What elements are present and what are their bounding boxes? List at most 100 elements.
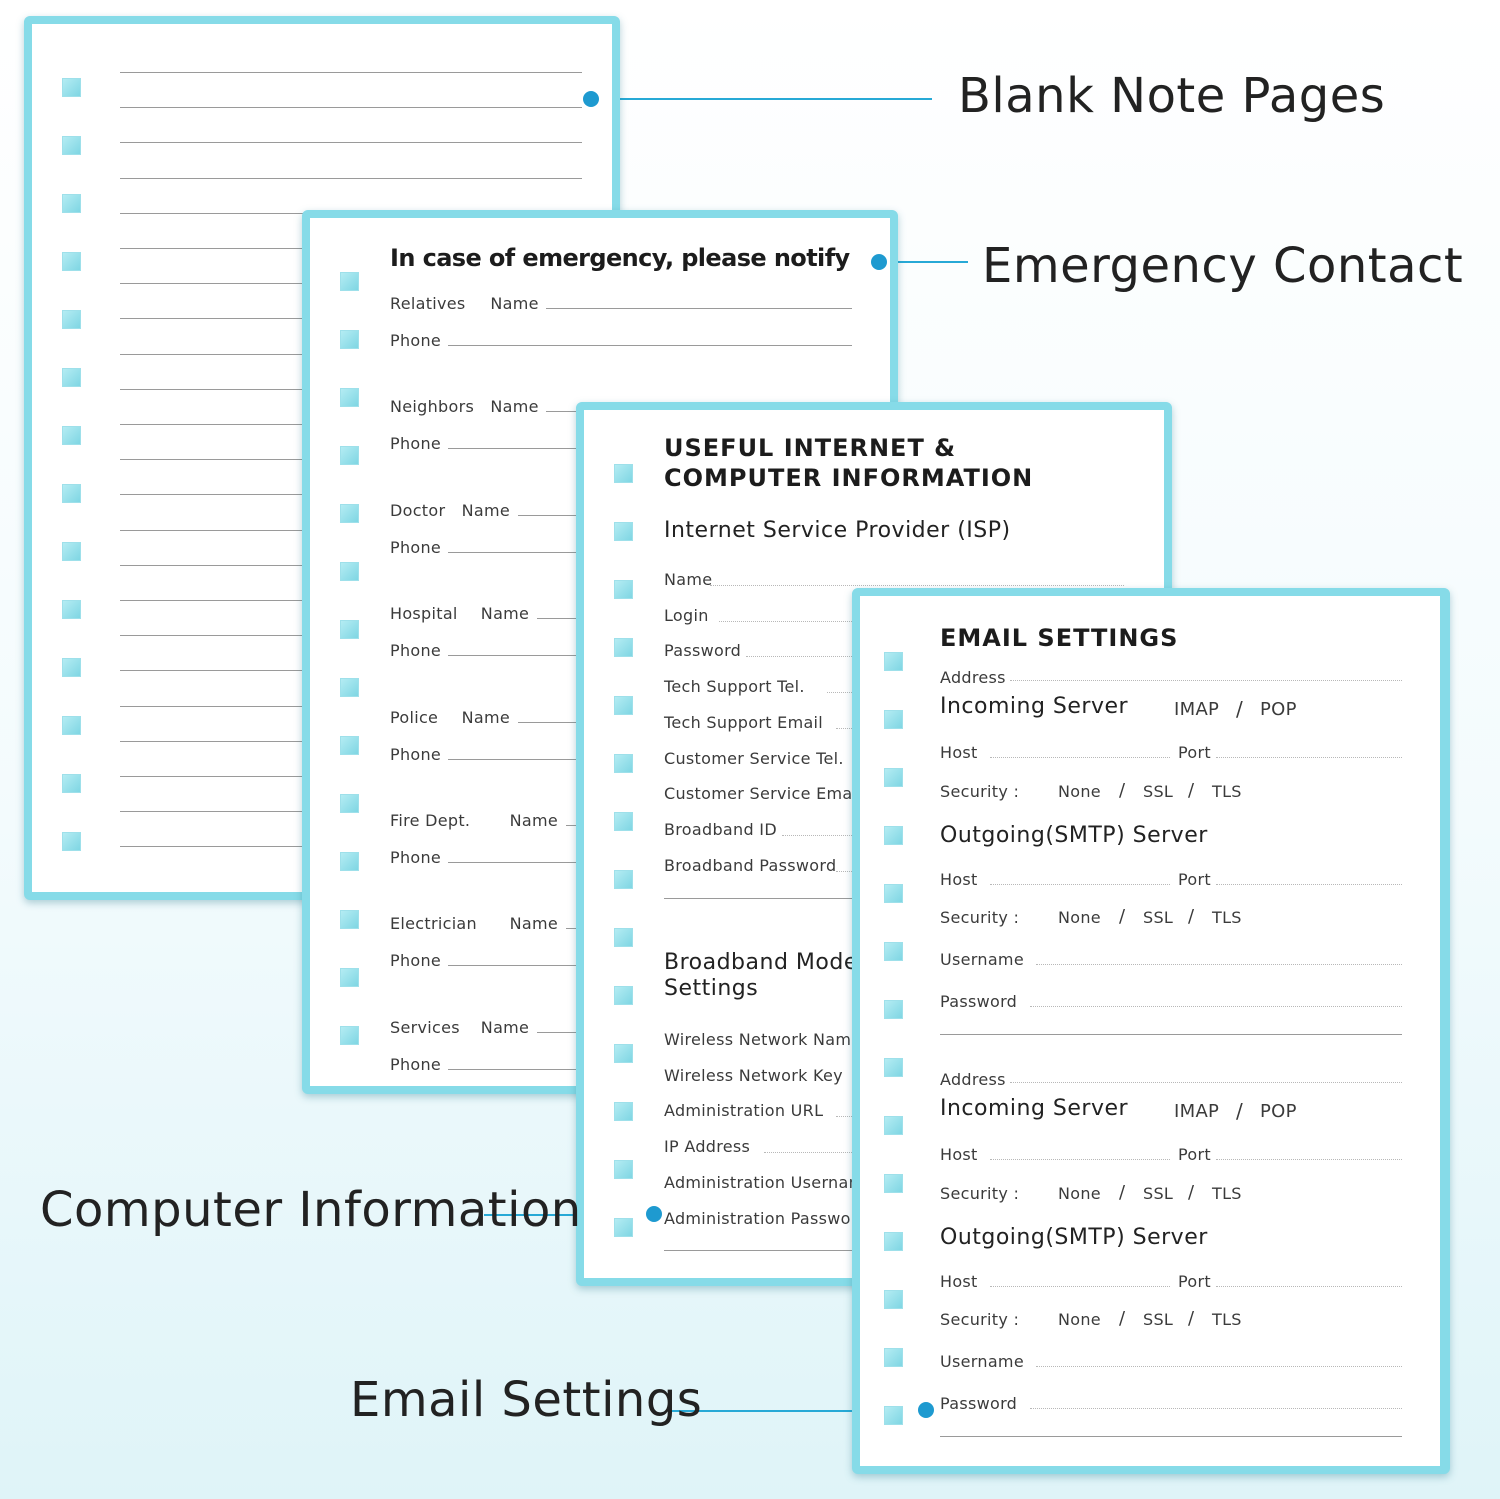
contact-role: Police xyxy=(390,707,439,727)
security-separator: / xyxy=(1119,780,1126,801)
contact-name-label: Name xyxy=(509,914,558,934)
isp-heading: Internet Service Provider (ISP) xyxy=(664,518,1011,543)
modem-field-label: Administration Username xyxy=(664,1172,875,1192)
security-tls: TLS xyxy=(1212,1184,1242,1203)
callout-email-settings: Email Settings xyxy=(350,1372,703,1428)
callout-computer-information: Computer Information xyxy=(40,1182,582,1238)
checkbox-square xyxy=(340,388,359,407)
password-label: Password xyxy=(940,1394,1018,1413)
callout-blank-note-pages: Blank Note Pages xyxy=(958,68,1386,124)
account-separator xyxy=(940,1436,1402,1437)
host-line xyxy=(990,884,1170,885)
contact-name-label: Name xyxy=(490,397,539,417)
computer-callout-line xyxy=(484,1214,656,1216)
port-line xyxy=(1216,884,1402,885)
host-line xyxy=(990,757,1170,758)
checkbox-square xyxy=(340,968,359,987)
host-label: Host xyxy=(940,1272,978,1291)
modem-heading-line2: Settings xyxy=(664,976,759,1001)
modem-field-label: Administration URL xyxy=(664,1101,824,1121)
emergency-title: In case of emergency, please notify xyxy=(390,244,850,272)
contact-phone-line xyxy=(448,345,852,346)
checkbox-square xyxy=(614,812,633,831)
checkbox-square xyxy=(62,484,81,503)
modem-field-label: IP Address xyxy=(664,1137,751,1157)
checkbox-square xyxy=(62,832,81,851)
password-label: Password xyxy=(940,992,1018,1011)
checkbox-square xyxy=(340,910,359,929)
checkbox-square xyxy=(340,794,359,813)
address-line xyxy=(1010,680,1402,681)
isp-field-label: Broadband Password xyxy=(664,855,837,875)
checkbox-square xyxy=(340,852,359,871)
host-label: Host xyxy=(940,870,978,889)
checkbox-square xyxy=(884,1000,903,1019)
incoming-server-heading: Incoming Server xyxy=(940,694,1129,719)
checkbox-square xyxy=(614,870,633,889)
contact-name-line xyxy=(546,308,852,309)
checkbox-square xyxy=(614,464,633,483)
pop-option: POP xyxy=(1260,1101,1297,1122)
checkbox-square xyxy=(62,658,81,677)
option-separator: / xyxy=(1236,1099,1244,1123)
contact-role: Fire Dept. xyxy=(390,811,471,830)
port-line xyxy=(1216,1286,1402,1287)
imap-option: IMAP xyxy=(1174,699,1220,720)
security-none: None xyxy=(1058,1310,1101,1329)
outgoing-server-heading: Outgoing(SMTP) Server xyxy=(940,1225,1208,1250)
security-tls: TLS xyxy=(1212,782,1242,801)
pop-option: POP xyxy=(1260,699,1297,720)
checkbox-square xyxy=(62,600,81,619)
security-none: None xyxy=(1058,1184,1101,1203)
port-label: Port xyxy=(1178,1272,1211,1291)
checkbox-square xyxy=(614,928,633,947)
security-none: None xyxy=(1058,908,1101,927)
checkbox-square xyxy=(62,252,81,271)
contact-name-label: Name xyxy=(490,294,539,313)
incoming-server-heading: Incoming Server xyxy=(940,1096,1129,1121)
address-label: Address xyxy=(940,1070,1006,1089)
security-tls: TLS xyxy=(1212,1310,1242,1329)
checkbox-square xyxy=(884,1232,903,1251)
security-ssl: SSL xyxy=(1143,782,1174,801)
callout-emergency-contact: Emergency Contact xyxy=(982,238,1464,294)
port-line xyxy=(1216,1159,1402,1160)
checkbox-square xyxy=(884,942,903,961)
port-label: Port xyxy=(1178,743,1211,762)
isp-field-label: Tech Support Email xyxy=(664,712,824,732)
checkbox-square xyxy=(614,580,633,599)
isp-field-label: Tech Support Tel. xyxy=(664,677,805,697)
checkbox-square xyxy=(62,774,81,793)
isp-field-label: Customer Service Tel. xyxy=(664,748,844,768)
computer-title-line1: USEFUL INTERNET & xyxy=(664,434,957,462)
modem-field-label: Wireless Network Name xyxy=(664,1030,862,1049)
checkbox-square xyxy=(884,1406,903,1425)
isp-field-label: Password xyxy=(664,641,742,661)
checkbox-square xyxy=(62,542,81,561)
contact-role: Neighbors xyxy=(390,397,475,417)
option-separator: / xyxy=(1236,697,1244,721)
blank-pages-callout-line xyxy=(592,98,932,100)
emergency-callout-dot xyxy=(871,254,887,270)
checkbox-square xyxy=(62,194,81,213)
address-label: Address xyxy=(940,668,1006,687)
outgoing-server-heading: Outgoing(SMTP) Server xyxy=(940,823,1208,848)
contact-phone-label: Phone xyxy=(390,951,442,971)
checkbox-square xyxy=(340,504,359,523)
contact-name-label: Name xyxy=(461,500,510,520)
security-label: Security : xyxy=(940,1310,1020,1329)
checkbox-square xyxy=(340,272,359,291)
contact-phone-label: Phone xyxy=(390,641,442,661)
account-separator xyxy=(940,1034,1402,1035)
checkbox-square xyxy=(614,1160,633,1179)
checkbox-square xyxy=(62,310,81,329)
checkbox-square xyxy=(340,736,359,755)
isp-field-label: Login xyxy=(664,605,709,625)
contact-phone-label: Phone xyxy=(390,331,442,350)
checkbox-square xyxy=(884,884,903,903)
checkbox-square xyxy=(614,522,633,541)
email-callout-line xyxy=(672,1410,927,1412)
security-label: Security : xyxy=(940,908,1020,927)
checkbox-square xyxy=(62,78,81,97)
